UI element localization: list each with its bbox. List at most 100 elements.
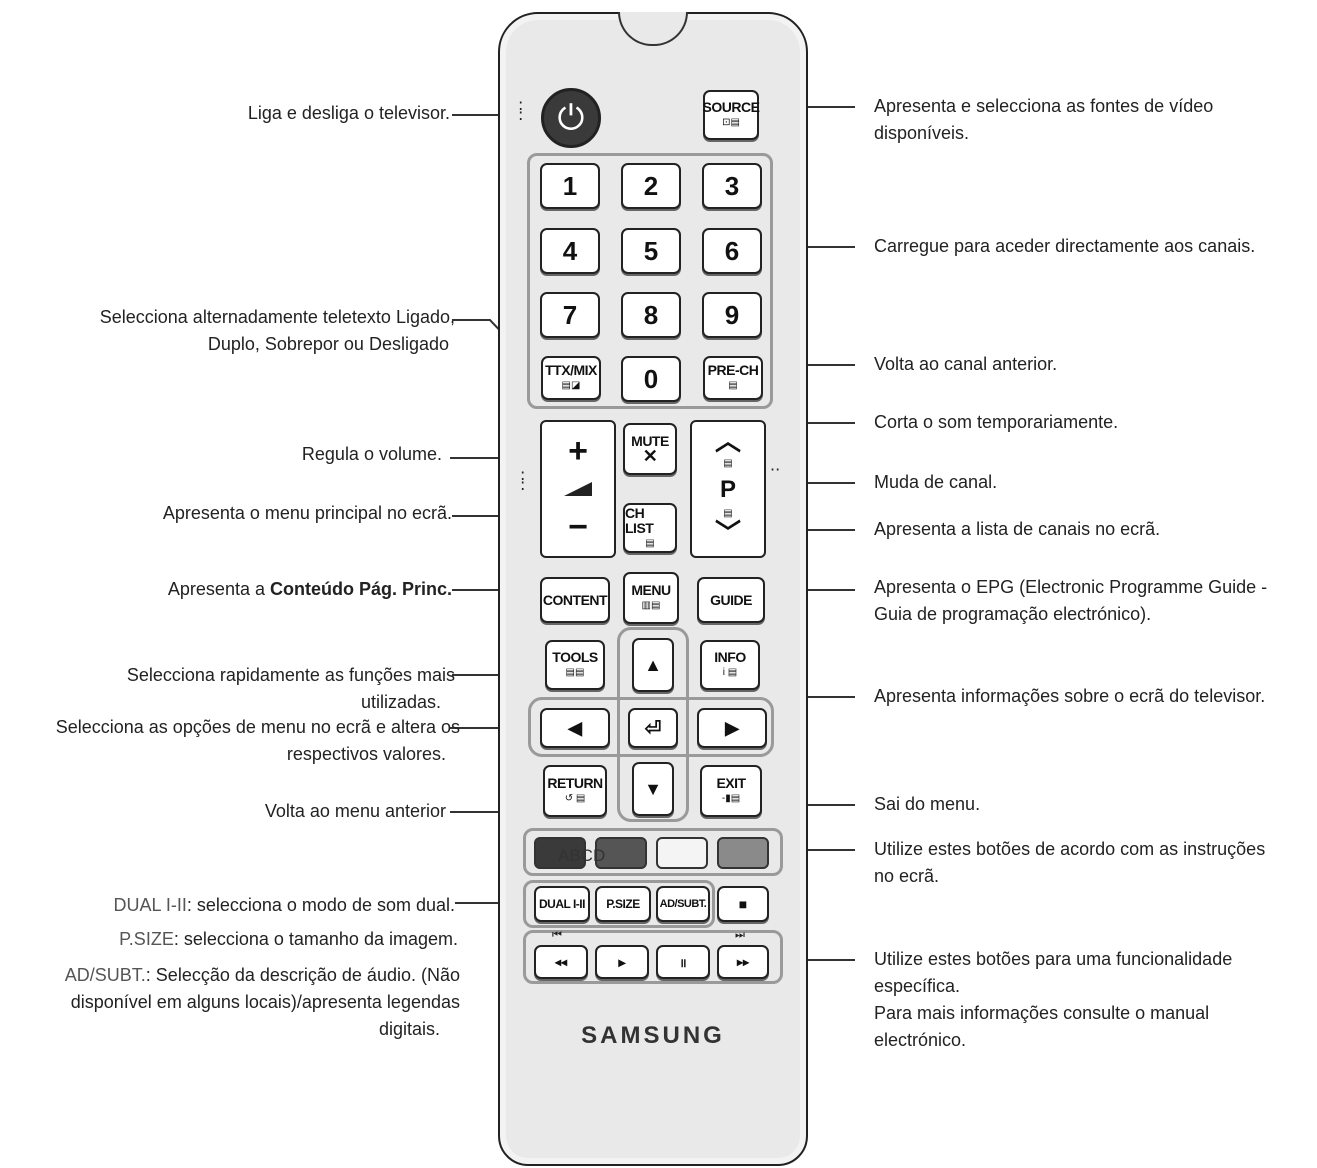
stop-button[interactable]: ■ bbox=[717, 886, 769, 922]
label-dual-text: : selecciona o modo de som dual. bbox=[186, 895, 455, 915]
tools-label: TOOLS bbox=[552, 649, 598, 665]
label-colors-line1: Utilize estes botões de acordo com as in… bbox=[874, 839, 1266, 859]
nav-right-button[interactable]: ▶ bbox=[697, 708, 767, 748]
channel-rocker[interactable]: ︿ ▤ P ▤ ﹀ bbox=[690, 420, 766, 558]
ch-list-label: CH LIST bbox=[625, 504, 654, 536]
source-icon: ⊡▤ bbox=[722, 117, 740, 128]
label-colors-line2: no ecrã. bbox=[874, 866, 940, 886]
ch-list-button[interactable]: CH LIST ▤ bbox=[623, 503, 677, 553]
pause-button[interactable]: ॥ bbox=[656, 945, 710, 979]
label-nav-line1: Selecciona as opções de menu no ecrã e a… bbox=[55, 717, 460, 737]
digit-1-button[interactable]: 1 bbox=[540, 163, 600, 209]
label-exit: Sai do menu. bbox=[874, 794, 981, 814]
mute-icon: ✕ bbox=[642, 446, 658, 466]
digit-3-button[interactable]: 3 bbox=[702, 163, 762, 209]
source-label: SOURCE bbox=[702, 99, 760, 115]
nav-enter-button[interactable]: ⏎ bbox=[628, 708, 678, 748]
digit-7-button[interactable]: 7 bbox=[540, 292, 600, 338]
label-adsubt: AD/SUBT.: Selecção da descrição de áudio… bbox=[4, 962, 460, 1043]
label-guide-line1: Apresenta o EPG (Electronic Programme Gu… bbox=[874, 577, 1268, 597]
return-icon: ↺ ▤ bbox=[564, 793, 586, 804]
nav-up-button[interactable]: ▲ bbox=[632, 638, 674, 692]
menu-button[interactable]: MENU ▥▤ bbox=[623, 572, 679, 624]
label-channel: Muda de canal. bbox=[874, 472, 998, 492]
label-guide-line2: Guia de programação electrónico). bbox=[874, 604, 1152, 624]
nav-left-button[interactable]: ◀ bbox=[540, 708, 610, 748]
pre-ch-icon: ▤ bbox=[728, 380, 738, 391]
label-chlist: Apresenta a lista de canais no ecrã. bbox=[874, 519, 1161, 539]
psize-label: P.SIZE bbox=[606, 896, 640, 911]
label-menu: Apresenta o menu principal no ecrã. bbox=[162, 503, 452, 523]
label-content-bold: Conteúdo Pág. Princ. bbox=[269, 579, 452, 599]
color-button-red[interactable] bbox=[534, 837, 586, 869]
exit-button[interactable]: EXIT -▮▤ bbox=[700, 765, 762, 817]
channel-down-icon: ▤ bbox=[723, 508, 733, 519]
label-media: Utilize estes botões para uma funcionali… bbox=[874, 946, 1314, 1054]
channel-up-button[interactable]: ︿ bbox=[714, 426, 741, 456]
digit-5-button[interactable]: 5 bbox=[621, 228, 681, 274]
label-adsubt-line3: digitais. bbox=[378, 1019, 440, 1039]
channel-up-icon: ▤ bbox=[723, 458, 733, 469]
digit-2-button[interactable]: 2 bbox=[621, 163, 681, 209]
label-dual: DUAL I-II: selecciona o modo de som dual… bbox=[20, 892, 455, 919]
digit-6-button[interactable]: 6 bbox=[702, 228, 762, 274]
volume-down-button[interactable]: − bbox=[568, 508, 588, 546]
label-psize: P.SIZE: selecciona o tamanho da imagem. bbox=[20, 926, 458, 953]
pre-ch-label: PRE-CH bbox=[707, 362, 759, 378]
label-ttx: Selecciona alternadamente teletexto Liga… bbox=[30, 304, 455, 358]
label-media-line3: Para mais informações consulte o manual bbox=[874, 1003, 1210, 1023]
label-info: Apresenta informações sobre o ecrã do te… bbox=[874, 686, 1266, 706]
ttx-mix-label: TTX/MIX bbox=[545, 362, 597, 378]
info-icon: i ▤ bbox=[722, 667, 738, 678]
ch-list-icon: ▤ bbox=[645, 537, 655, 549]
pre-ch-button[interactable]: PRE-CH ▤ bbox=[703, 356, 763, 400]
exit-label: EXIT bbox=[716, 775, 746, 791]
content-button[interactable]: CONTENT bbox=[540, 577, 610, 623]
dual-group bbox=[523, 880, 715, 928]
mute-button[interactable]: MUTE ✕ bbox=[623, 423, 677, 475]
digit-8-button[interactable]: 8 bbox=[621, 292, 681, 338]
volume-dots: :: bbox=[520, 465, 526, 494]
guide-label: GUIDE bbox=[710, 591, 752, 608]
power-button[interactable]: ⏻ bbox=[541, 88, 601, 148]
channel-down-button[interactable]: ﹀ bbox=[714, 518, 741, 548]
dual-button[interactable]: DUAL I-II bbox=[534, 886, 590, 922]
info-label: INFO bbox=[714, 649, 746, 665]
color-group bbox=[523, 828, 783, 876]
nav-down-button[interactable]: ▼ bbox=[632, 762, 674, 816]
label-return: Volta ao menu anterior bbox=[264, 801, 446, 821]
menu-icon: ▥▤ bbox=[641, 600, 661, 611]
nav-group-vertical bbox=[617, 627, 689, 822]
digit-9-button[interactable]: 9 bbox=[702, 292, 762, 338]
color-button-yellow[interactable] bbox=[656, 837, 708, 869]
psize-button[interactable]: P.SIZE bbox=[595, 886, 651, 922]
label-volume: Regula o volume. bbox=[301, 444, 442, 464]
fast-forward-button[interactable]: ▸▸ bbox=[717, 945, 769, 979]
color-button-green[interactable] bbox=[595, 837, 647, 869]
brand-logo: SAMSUNG bbox=[581, 1022, 725, 1049]
label-power: Liga e desliga o televisor. bbox=[247, 103, 450, 123]
volume-up-button[interactable]: + bbox=[568, 432, 588, 470]
tools-icon: ▤▤ bbox=[565, 667, 585, 678]
tools-button[interactable]: TOOLS ▤▤ bbox=[545, 640, 605, 690]
volume-rocker[interactable]: + − bbox=[540, 420, 616, 558]
color-buttons-label: ABCD bbox=[558, 846, 606, 865]
label-tools-line2: utilizadas. bbox=[360, 692, 441, 712]
guide-button[interactable]: GUIDE bbox=[697, 577, 765, 623]
ttx-mix-button[interactable]: TTX/MIX ▤◪ bbox=[541, 356, 601, 400]
play-button[interactable]: ▸ bbox=[595, 945, 649, 979]
label-digits: Carregue para aceder directamente aos ca… bbox=[874, 236, 1256, 256]
label-content-prefix: Apresenta a bbox=[167, 579, 270, 599]
label-ttx-line1: Selecciona alternadamente teletexto Liga… bbox=[99, 307, 455, 327]
adsubt-button[interactable]: AD/SUBT. bbox=[656, 886, 710, 922]
digit-0-button[interactable]: 0 bbox=[621, 356, 681, 402]
return-button[interactable]: RETURN ↺ ▤ bbox=[543, 765, 607, 817]
adsubt-label: AD/SUBT. bbox=[659, 897, 707, 910]
info-button[interactable]: INFO i ▤ bbox=[700, 640, 760, 690]
rewind-button[interactable]: ◂◂ bbox=[534, 945, 588, 979]
power-icon: ⏻ bbox=[557, 98, 585, 138]
label-source-line1: Apresenta e selecciona as fontes de víde… bbox=[874, 96, 1214, 116]
digit-4-button[interactable]: 4 bbox=[540, 228, 600, 274]
source-button[interactable]: SOURCE ⊡▤ bbox=[702, 90, 760, 140]
color-button-blue[interactable] bbox=[717, 837, 769, 869]
